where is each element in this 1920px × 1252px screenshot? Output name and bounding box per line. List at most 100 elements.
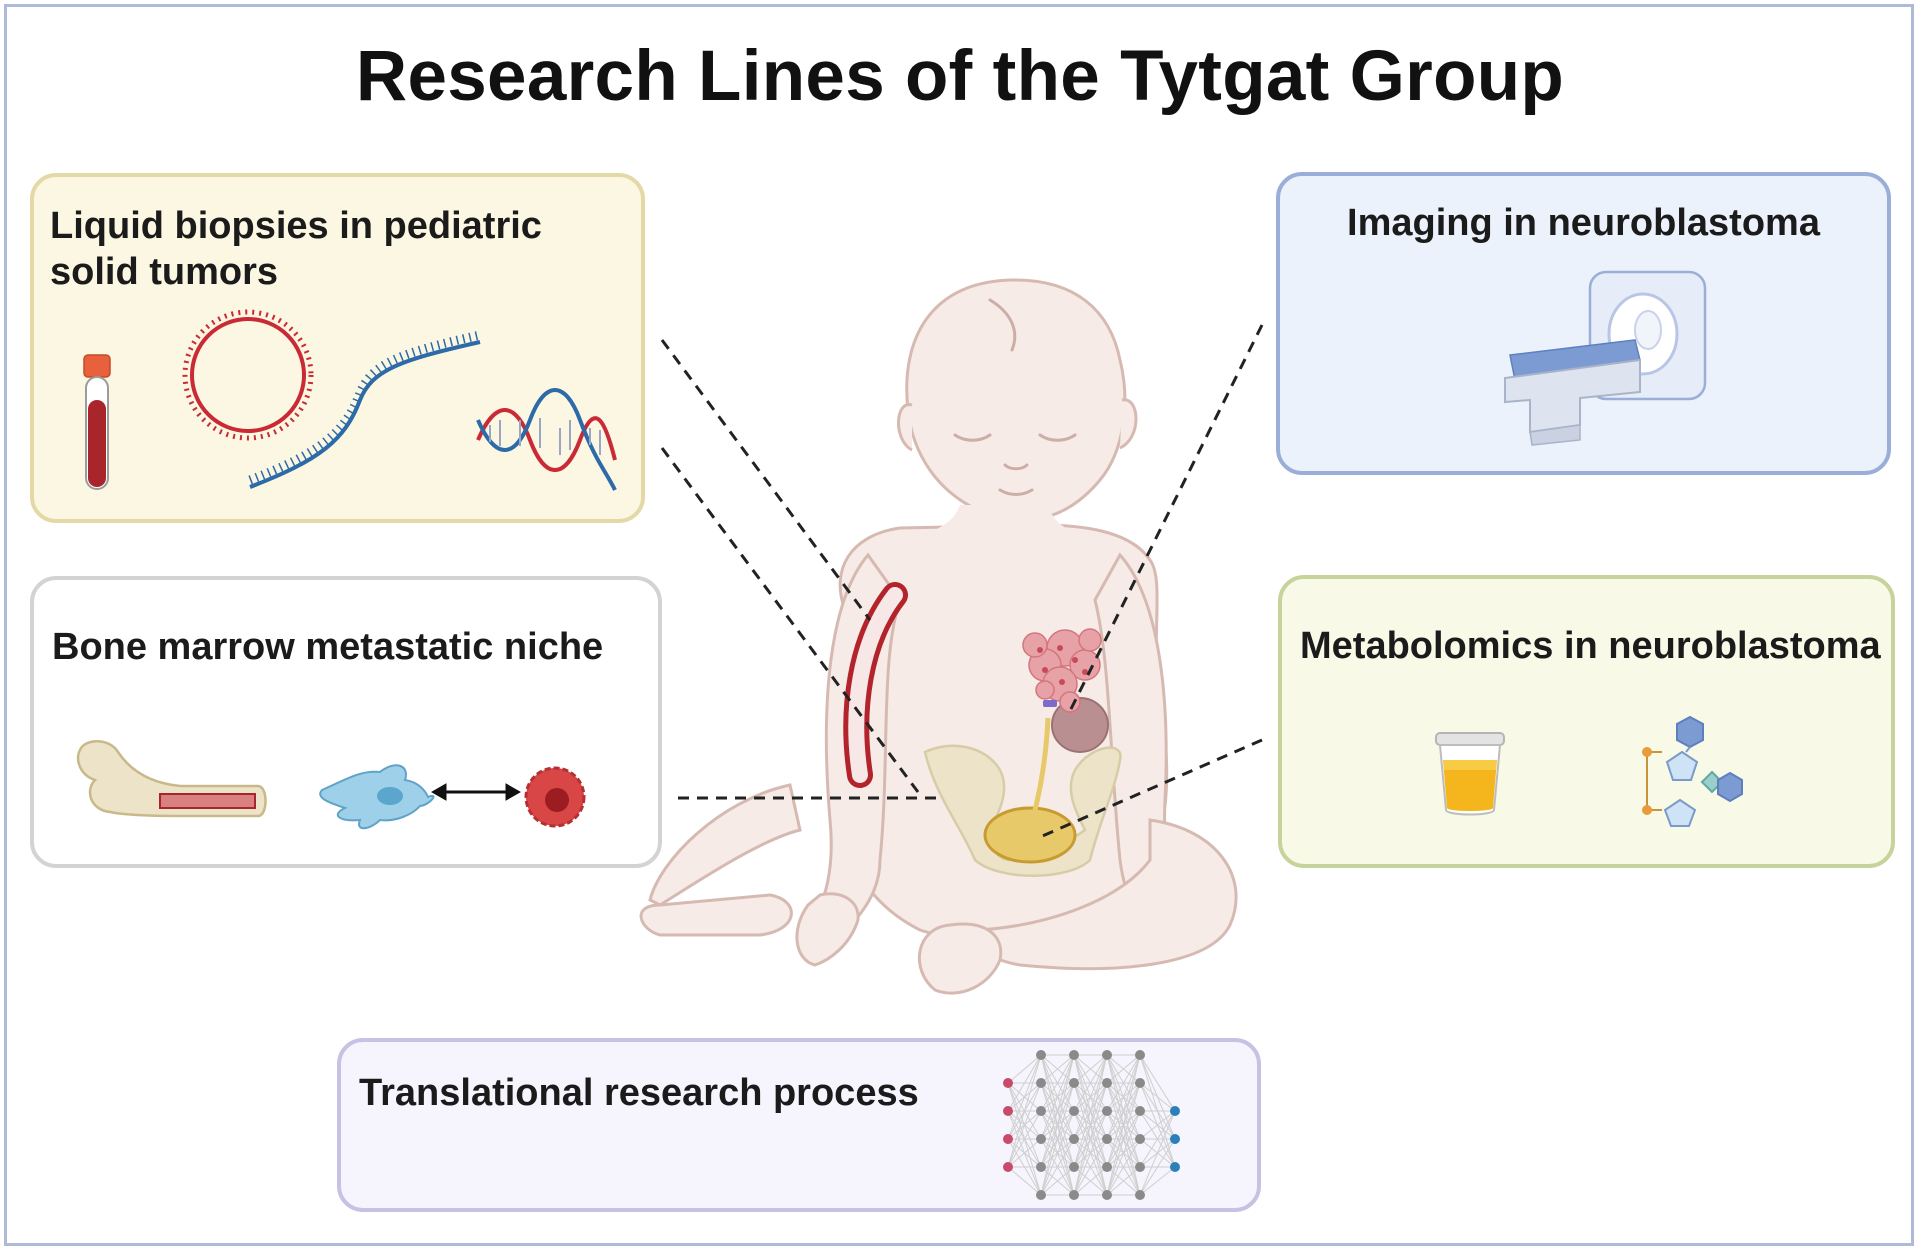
- nn-edge: [1007, 1054, 1042, 1084]
- dna-double-helix-icon: [476, 388, 617, 491]
- nn-edge: [1073, 1054, 1108, 1140]
- panel-liquid-biopsies-label: Liquid biopsies in pediatric solid tumor…: [50, 203, 542, 295]
- adrenal-tumor: [1022, 628, 1102, 713]
- nn-node: [1069, 1050, 1079, 1060]
- nn-node: [1003, 1134, 1013, 1144]
- nn-edge: [1073, 1110, 1108, 1196]
- baby-left-ear: [897, 403, 913, 452]
- nn-edge: [1040, 1054, 1075, 1084]
- nn-edge: [1073, 1054, 1108, 1084]
- nn-edge: [1007, 1082, 1042, 1168]
- molecule-icon: [1642, 715, 1743, 827]
- blood-tube-icon: [83, 354, 111, 490]
- panel-imaging: Imaging in neuroblastoma: [1276, 172, 1891, 475]
- nn-edge: [1106, 1054, 1141, 1084]
- nn-node: [1102, 1134, 1112, 1144]
- nn-node: [1036, 1190, 1046, 1200]
- circular-dna-icon: [182, 309, 314, 441]
- baby-right-foot: [918, 922, 1003, 995]
- neural-network-icon: [1003, 1050, 1180, 1200]
- nn-edge: [1007, 1166, 1042, 1196]
- nn-node: [1135, 1078, 1145, 1088]
- connector-metabolomics: [1037, 738, 1263, 840]
- ct-scanner-icon: [1504, 270, 1707, 446]
- nn-edge: [1040, 1166, 1075, 1196]
- nn-node: [1102, 1106, 1112, 1116]
- nn-edge: [1007, 1054, 1042, 1168]
- nn-edge: [1106, 1054, 1141, 1168]
- stromal-cell-icon: [319, 764, 435, 830]
- nn-edge: [1007, 1054, 1042, 1140]
- nn-edge: [1106, 1166, 1141, 1196]
- nn-edge: [1040, 1054, 1075, 1168]
- urine-cup-icon: [1435, 732, 1505, 816]
- nn-node: [1135, 1106, 1145, 1116]
- panel-translational: Translational research process: [337, 1038, 1261, 1212]
- nn-edge: [1139, 1138, 1176, 1196]
- nn-edge: [1139, 1082, 1176, 1112]
- panel-bone-marrow-label: Bone marrow metastatic niche: [52, 626, 604, 668]
- nn-node: [1102, 1190, 1112, 1200]
- nn-edge: [1106, 1054, 1141, 1112]
- tumor-cell-icon: [524, 766, 586, 828]
- nn-edge: [1040, 1054, 1075, 1140]
- nn-edge: [1139, 1110, 1176, 1168]
- nn-node: [1170, 1134, 1180, 1144]
- nn-edge: [1139, 1110, 1176, 1140]
- nn-node: [1170, 1106, 1180, 1116]
- nn-edge: [1106, 1110, 1141, 1196]
- nn-node: [1102, 1162, 1112, 1172]
- nn-edge: [1040, 1138, 1075, 1196]
- bladder: [983, 806, 1077, 864]
- nn-node: [1135, 1050, 1145, 1060]
- femur-bone-icon: [76, 740, 267, 818]
- nn-node: [1069, 1078, 1079, 1088]
- nn-edge: [1106, 1054, 1141, 1140]
- nn-node: [1069, 1106, 1079, 1116]
- baby-left-thigh: [648, 783, 802, 907]
- adrenal-tumor-dots: [1037, 645, 1088, 685]
- nn-edge: [1040, 1054, 1075, 1112]
- baby-left-hand: [795, 892, 860, 967]
- nn-edge: [1139, 1166, 1176, 1196]
- connector-liquid-lower: [660, 447, 920, 793]
- baby-left-eye: [953, 433, 992, 442]
- panel-liquid-biopsies-label-line1: Liquid biopsies in pediatric: [50, 205, 542, 247]
- connector-imaging: [1066, 324, 1264, 716]
- baby-face: [953, 298, 1077, 496]
- nn-edge: [1073, 1054, 1108, 1112]
- baby-right-eye: [1038, 433, 1077, 442]
- nn-node: [1069, 1134, 1079, 1144]
- figure-title: Research Lines of the Tytgat Group: [355, 37, 1565, 116]
- nn-edge: [1040, 1054, 1075, 1196]
- nn-node: [1003, 1106, 1013, 1116]
- nn-edge: [1106, 1082, 1141, 1196]
- nn-node: [1102, 1050, 1112, 1060]
- nn-node: [1036, 1078, 1046, 1088]
- nn-node: [1102, 1078, 1112, 1088]
- adrenal-vessel: [1043, 700, 1057, 707]
- nn-node: [1069, 1190, 1079, 1200]
- baby-mouth: [998, 488, 1034, 496]
- nn-edge: [1040, 1082, 1075, 1196]
- nn-node: [1003, 1162, 1013, 1172]
- panel-metabolomics-label: Metabolomics in neuroblastoma: [1300, 625, 1881, 667]
- single-strand-rna-icon: [248, 330, 481, 489]
- nn-node: [1036, 1134, 1046, 1144]
- nn-edge: [1073, 1138, 1108, 1196]
- panel-metabolomics: Metabolomics in neuroblastoma: [1278, 575, 1895, 868]
- nn-edge: [1073, 1082, 1108, 1196]
- nn-node: [1036, 1162, 1046, 1172]
- nn-node: [1135, 1162, 1145, 1172]
- nn-node: [1069, 1162, 1079, 1172]
- nn-node: [1036, 1050, 1046, 1060]
- baby-nose: [1003, 463, 1029, 471]
- nn-node: [1036, 1106, 1046, 1116]
- panel-liquid-biopsies-label-line2: solid tumors: [50, 251, 279, 293]
- baby-hair-curl: [988, 298, 1017, 352]
- baby-illustration: [639, 278, 1238, 995]
- bidirectional-arrow-icon: [430, 783, 522, 801]
- nn-edge: [1007, 1054, 1042, 1112]
- ureter: [1032, 717, 1051, 811]
